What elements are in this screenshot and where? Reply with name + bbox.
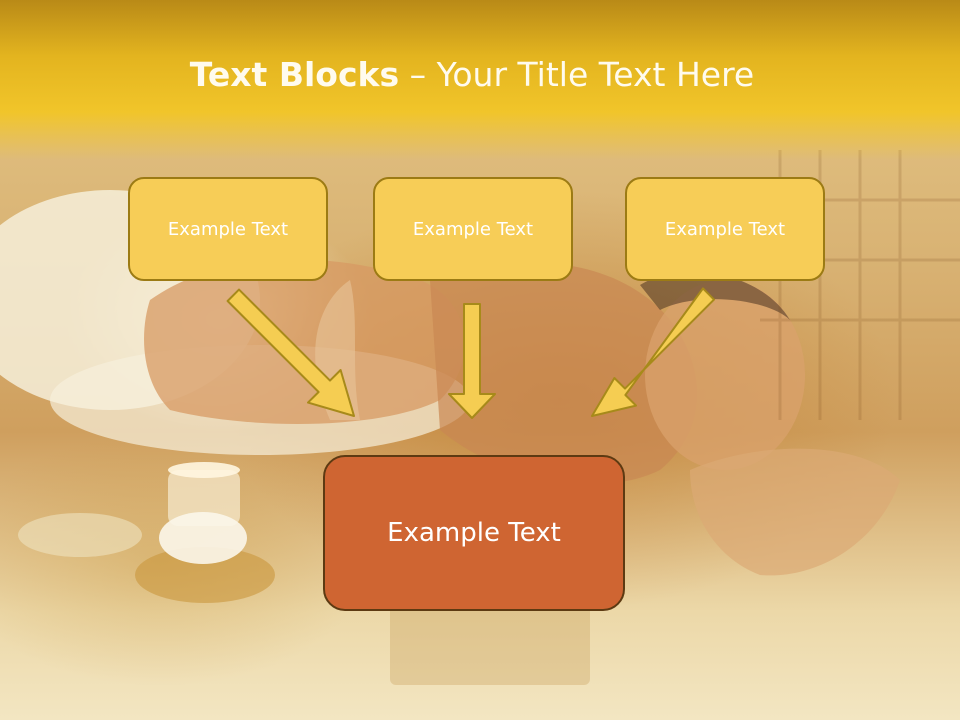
arrow-center [448,303,496,419]
title-band [0,0,960,160]
text-block-top-right: Example Text [625,177,825,281]
arrow-right [591,287,715,417]
arrow-left [226,288,355,417]
text-block-top-left: Example Text [128,177,328,281]
text-block-top-center: Example Text [373,177,573,281]
title-rest: – Your Title Text Here [399,55,755,94]
text-block-bottom: Example Text [323,455,625,611]
slide-title: Text Blocks – Your Title Text Here [0,55,944,95]
title-bold: Text Blocks [189,55,400,94]
